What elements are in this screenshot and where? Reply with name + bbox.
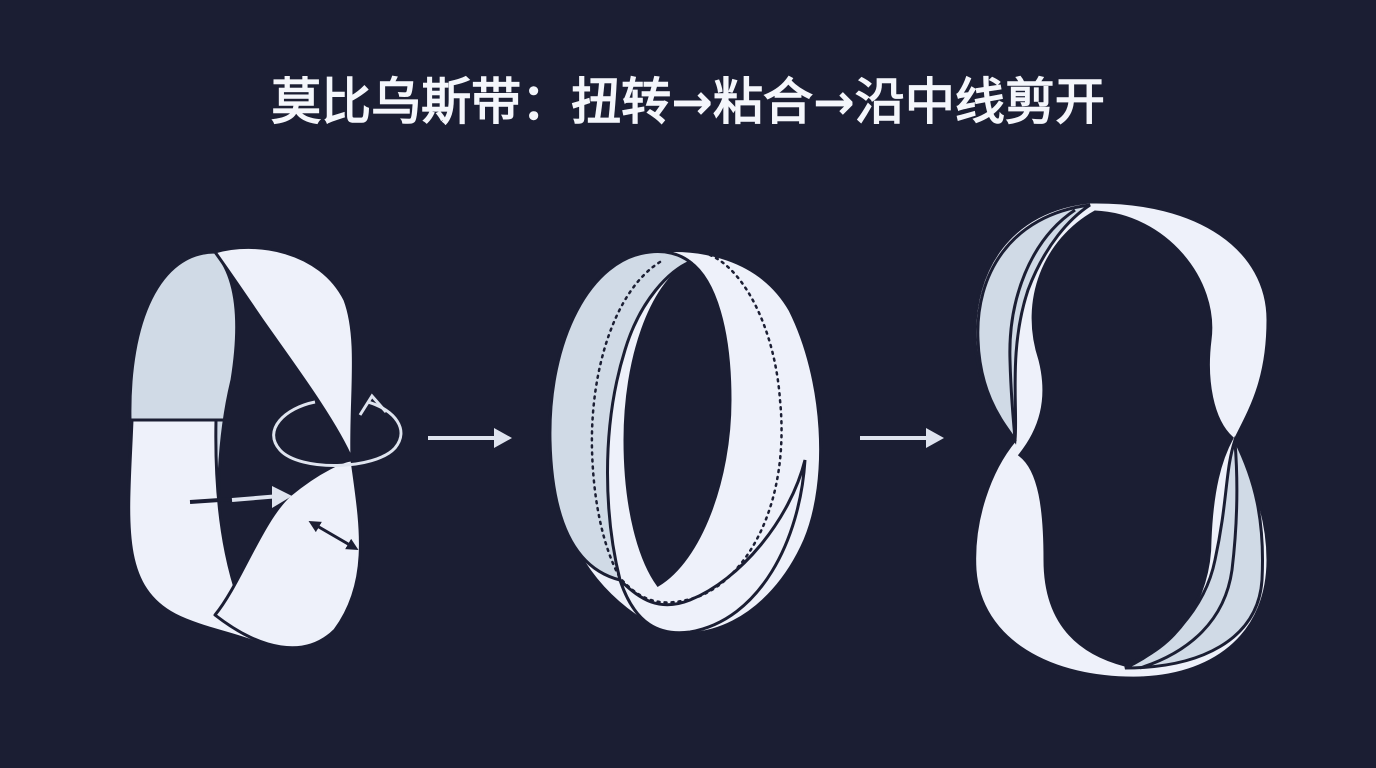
strip-left-front	[127, 418, 267, 649]
step-3-cut-result	[973, 200, 1270, 680]
width-arrow-icon	[308, 520, 359, 551]
result-hole	[1017, 210, 1234, 667]
right-arrow-icon	[428, 428, 512, 448]
glue-arrow-head	[272, 486, 292, 508]
mobius-lower-band	[618, 459, 807, 635]
cut-line-dotted	[590, 253, 783, 604]
twist-rotation-arrowhead	[358, 393, 388, 416]
right-arrow-icon	[860, 428, 944, 448]
page-title: 莫比乌斯带：扭转→粘合→沿中线剪开	[271, 73, 1105, 131]
step-1-twisted-strip	[127, 245, 403, 650]
mobius-hole	[623, 260, 732, 587]
step-2-mobius-strip	[548, 249, 823, 635]
result-edge-line-upper	[1008, 208, 1076, 441]
result-edge-line-lower	[1139, 441, 1239, 670]
result-lower-shade	[1124, 436, 1264, 670]
twist-rotation-icon	[272, 400, 403, 467]
